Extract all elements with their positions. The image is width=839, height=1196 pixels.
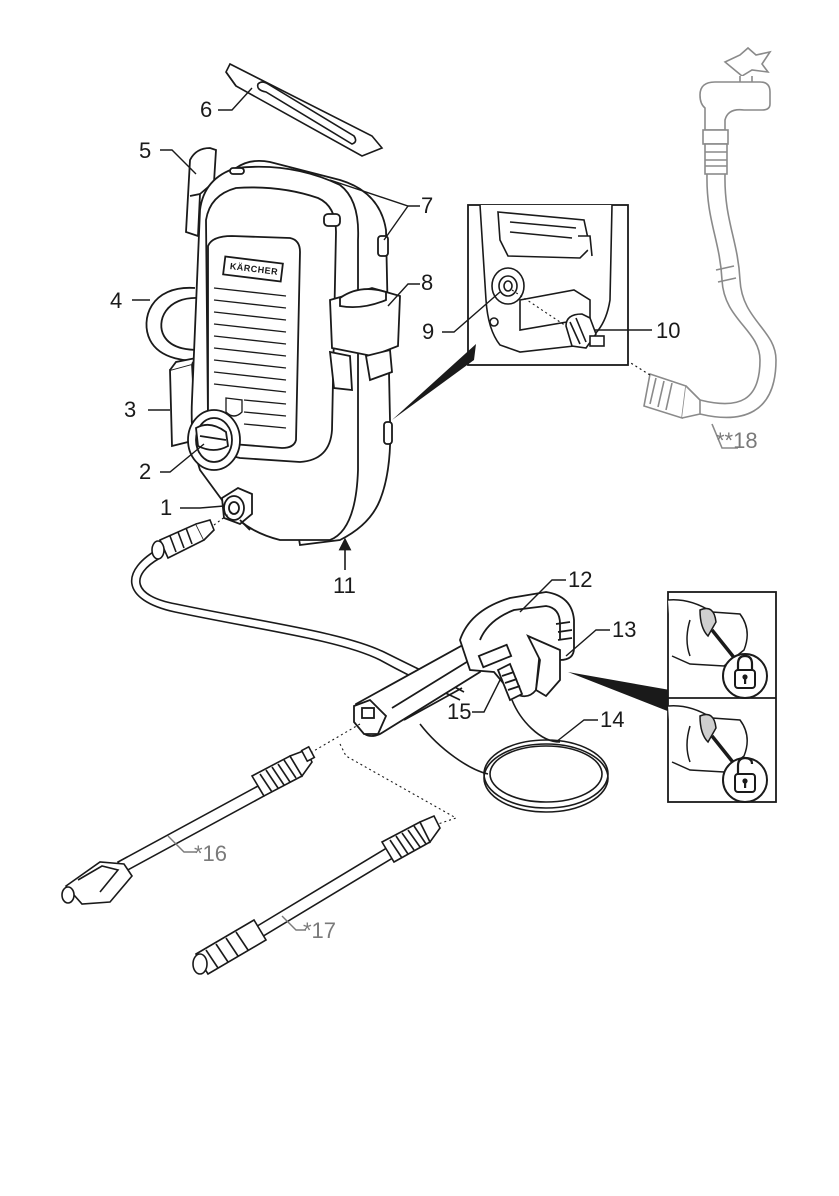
inset-pointer [392, 344, 476, 420]
callout-14: 14 [600, 709, 624, 731]
callout-4: 4 [110, 290, 122, 312]
spray-lance-16 [62, 747, 314, 904]
lock-open-icon [723, 758, 767, 802]
pressure-washer-unit [146, 148, 400, 545]
connection-line-lances [312, 724, 360, 752]
callout-3: 3 [124, 399, 136, 421]
lock-inset-pointer [568, 672, 670, 712]
callout-13: 13 [612, 619, 636, 641]
callout-1: 1 [160, 497, 172, 519]
callout-5: 5 [139, 140, 151, 162]
callout-16: *16 [194, 843, 227, 865]
storage-cover-6 [226, 64, 382, 156]
callout-17: *17 [303, 920, 336, 942]
garden-hose-assembly [644, 48, 776, 448]
inlet-detail-inset [468, 205, 628, 365]
callout-12: 12 [568, 569, 592, 591]
callout-8: 8 [421, 272, 433, 294]
lock-detail-inset [668, 592, 776, 802]
callout-2: 2 [139, 461, 151, 483]
callout-9: 9 [422, 321, 434, 343]
callout-11: 11 [333, 575, 356, 597]
connection-line-lance-17 [340, 744, 456, 826]
callout-7: 7 [421, 195, 433, 217]
callout-10: 10 [656, 320, 680, 342]
spray-lance-17 [193, 816, 440, 974]
callout-18: **18 [716, 430, 758, 452]
callout-15: 15 [447, 701, 471, 723]
lock-closed-icon [723, 654, 767, 698]
callout-6: 6 [200, 99, 212, 121]
